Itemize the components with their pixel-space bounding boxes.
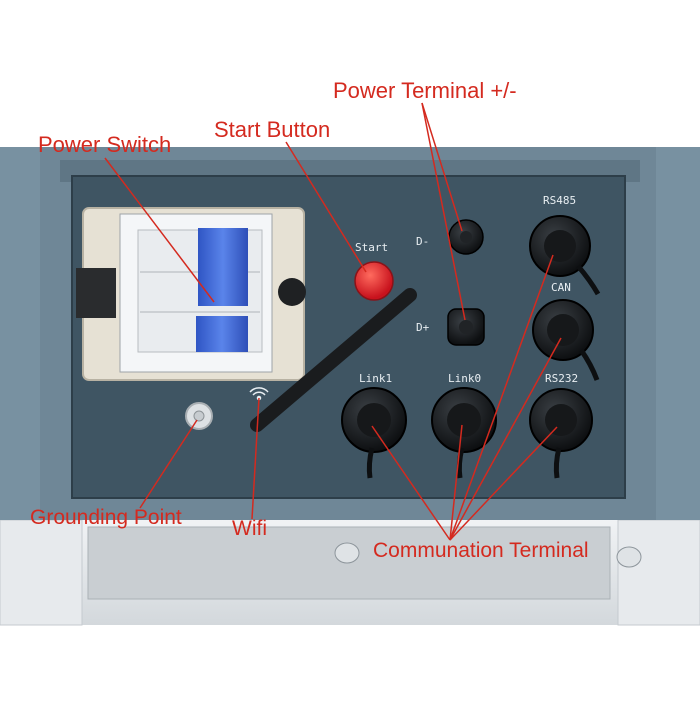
grounding-point-callout: Grounding Point <box>30 506 182 529</box>
grounding-point-center <box>193 410 205 422</box>
housing-left-edge <box>0 147 40 520</box>
breaker-handle-top <box>198 228 248 306</box>
leader-power-terminal-neg <box>421 102 463 232</box>
base-screw-center <box>334 542 360 564</box>
leader-comm-link1 <box>371 425 451 541</box>
power-terminal-negative-pin <box>460 231 472 243</box>
wifi-callout: Wifi <box>232 517 267 540</box>
breaker-knob <box>278 278 306 306</box>
base-screw-right <box>616 546 642 568</box>
leader-power-terminal-pos <box>421 102 466 321</box>
d-plus-label: D+ <box>416 321 430 334</box>
port-rs232[interactable] <box>529 388 593 479</box>
leader-start-button <box>285 141 367 273</box>
port-can[interactable] <box>532 299 600 381</box>
leader-wifi <box>251 397 260 520</box>
breaker-handle-bottom <box>196 316 248 352</box>
rs485-label: RS485 <box>543 194 577 207</box>
leader-power-switch <box>104 157 215 303</box>
port-link0[interactable] <box>431 387 497 479</box>
leader-comm-link0 <box>449 424 463 541</box>
port-link1[interactable] <box>341 387 407 479</box>
link0-label: Link0 <box>448 372 482 385</box>
start-button[interactable] <box>354 261 394 301</box>
communication-terminal-callout: Communation Terminal <box>373 539 589 562</box>
callout-leader-lines <box>104 102 562 541</box>
port-rs485[interactable] <box>529 215 601 296</box>
d-minus-label: D- <box>416 235 430 248</box>
leader-comm-rs485 <box>449 254 554 541</box>
start-label: Start <box>355 241 389 254</box>
leader-comm-can <box>449 337 562 541</box>
base-right-post <box>617 519 700 626</box>
rs232-label: RS232 <box>545 372 579 385</box>
power-terminal-callout: Power Terminal +/- <box>333 78 517 103</box>
power-terminal-positive-pin <box>459 320 473 334</box>
link1-label: Link1 <box>359 372 393 385</box>
can-label: CAN <box>551 281 571 294</box>
power-switch-callout: Power Switch <box>38 132 172 157</box>
start-button-callout: Start Button <box>214 117 331 142</box>
housing-right-edge <box>656 147 700 520</box>
leader-comm-rs232 <box>449 426 558 541</box>
base-left-post <box>0 519 83 626</box>
breaker-clip-left <box>76 268 116 318</box>
wifi-antenna[interactable] <box>250 288 417 432</box>
leader-grounding <box>139 419 198 509</box>
